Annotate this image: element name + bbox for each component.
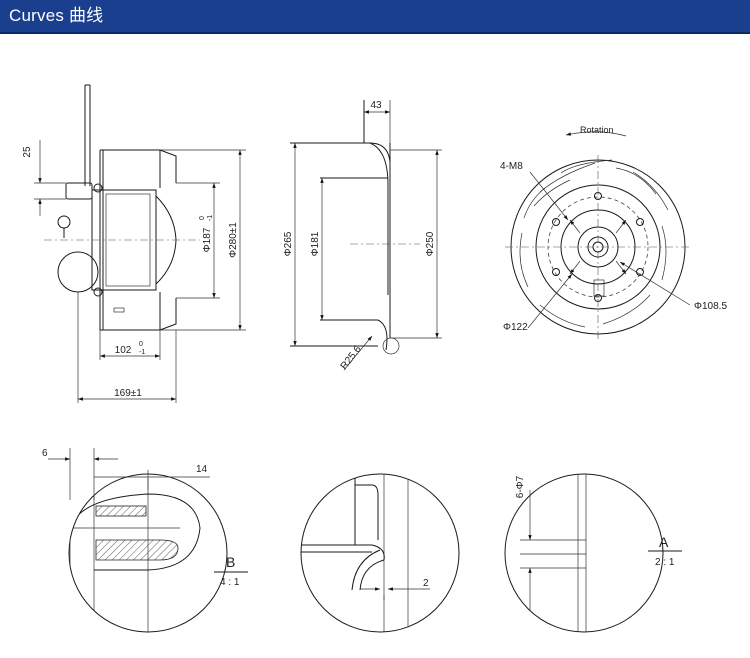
dim-187-tol-up: 0 [199, 216, 206, 220]
dim-phi-187: Φ187 [202, 227, 213, 252]
dim-43: 43 [370, 100, 382, 111]
detail-b-label: B [226, 554, 235, 570]
dim-phi-122: Φ122 [503, 322, 528, 333]
detail-a-label: A [659, 534, 669, 550]
technical-drawing: 25 Φ187 0 -1 Φ280±1 102 0 -1 169±1 [0, 34, 750, 653]
dim-r25-6: R25.6 [339, 344, 364, 372]
detail-mid: 2 [300, 473, 460, 633]
dim-phi-265: Φ265 [283, 231, 294, 256]
dim-102-tol-up: 0 [139, 341, 143, 348]
rotation-label: Rotation [580, 125, 614, 135]
detail-a-scale: 2 : 1 [655, 557, 675, 568]
inlet-view: 43 Φ265 Φ181 Φ250 R25.6 [283, 100, 442, 372]
header-bar: Curves 曲线 [0, 0, 750, 34]
dim-102: 102 [115, 345, 132, 356]
detail-b-scale: 4 : 1 [220, 577, 240, 588]
holes-label: 6-Φ7 [515, 475, 526, 498]
dim-187-tol-dn: -1 [207, 215, 214, 221]
side-view: 25 Φ187 0 -1 Φ280±1 102 0 -1 169±1 [22, 84, 246, 403]
front-view: Rotation 4-M8 [500, 125, 727, 342]
dim-2: 2 [423, 578, 429, 589]
dim-169: 169±1 [114, 388, 142, 399]
dim-14: 14 [196, 464, 208, 475]
screw-label: 4-M8 [500, 161, 523, 172]
dim-25: 25 [22, 146, 33, 158]
dim-6: 6 [42, 448, 48, 459]
dim-phi-181: Φ181 [310, 231, 321, 256]
drawing-canvas: 25 Φ187 0 -1 Φ280±1 102 0 -1 169±1 [22, 84, 727, 633]
detail-a: 6-Φ7 A 2 : 1 [504, 473, 682, 633]
dim-phi-108-5: Φ108.5 [694, 301, 727, 312]
dim-phi-280: Φ280±1 [228, 222, 239, 258]
dim-102-tol-dn: -1 [139, 349, 145, 356]
detail-b: 6 14 B 4 : 1 [42, 448, 248, 633]
dim-phi-250: Φ250 [425, 231, 436, 256]
page-title: Curves 曲线 [9, 6, 104, 25]
